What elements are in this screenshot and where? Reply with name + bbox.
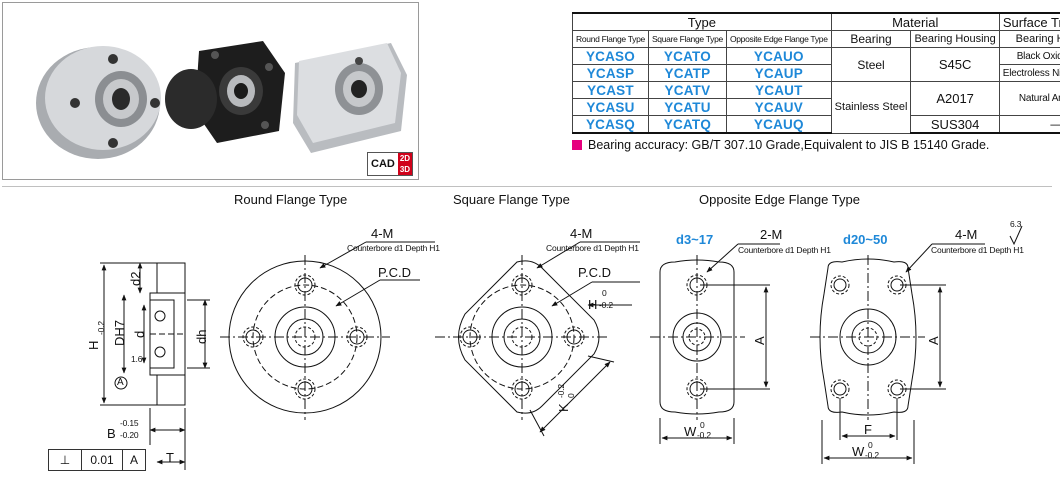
- side-d2-label: d2: [128, 271, 143, 286]
- round-pcd-label: P.C.D: [378, 265, 411, 280]
- side-d-label: d: [132, 330, 147, 338]
- side-h-label: H: [86, 340, 101, 350]
- round-counterbore-label: Counterbore d1 Depth H1: [347, 243, 440, 253]
- side-ra-label: 1.6: [131, 354, 143, 364]
- product-photos: [36, 41, 407, 159]
- cad-badge[interactable]: CAD 2D 3D: [367, 152, 414, 176]
- round-hole-label: 4-M: [371, 226, 394, 241]
- perpendicularity-frame: ⊥ 0.01 A: [48, 449, 146, 471]
- square-flange-photo: [165, 41, 285, 143]
- roughness-label: 6.3: [1010, 219, 1022, 229]
- large-counterbore-label: Counterbore d1 Depth H1: [931, 245, 1024, 255]
- square-k-label: K: [556, 403, 571, 412]
- small-w-label: W: [684, 424, 697, 439]
- section-divider: [2, 186, 1052, 187]
- opposite-edge-small-drawing: [650, 243, 780, 444]
- datum-a-label: A: [117, 377, 124, 388]
- side-b-tol-lower: -0.20: [120, 430, 139, 440]
- square-k-tol-lower: -0.2: [556, 384, 566, 398]
- large-a-label: A: [926, 336, 941, 345]
- note-marker: [572, 140, 582, 150]
- range-large-label: d20~50: [843, 232, 888, 247]
- small-a-label: A: [752, 336, 767, 345]
- surface-header: Surface Treatment: [998, 12, 1060, 31]
- housing-a2017: A2017: [910, 81, 1000, 116]
- cad-label: CAD: [368, 153, 398, 175]
- square-k-tol-upper: 0: [566, 393, 576, 398]
- small-counterbore-label: Counterbore d1 Depth H1: [738, 245, 831, 255]
- side-t-label: T: [166, 450, 174, 465]
- square-h-label: H: [588, 297, 598, 312]
- bearing-stainless: Stainless Steel: [830, 81, 912, 134]
- surface-anodize: Natural Anodizing: [998, 81, 1060, 116]
- perpendicularity-value: 0.01: [82, 450, 123, 470]
- square-h-tol-lower: -0.2: [599, 300, 613, 310]
- round-flange-drawing: [220, 241, 435, 420]
- large-f-label: F: [864, 422, 872, 437]
- small-w-tol-lower: -0.2: [697, 430, 711, 440]
- large-w-tol-lower: -0.2: [865, 450, 879, 460]
- side-dh7-label: DH7: [112, 319, 127, 346]
- large-w-label: W: [852, 444, 865, 459]
- cad-2d-label: 2D: [397, 153, 413, 164]
- square-hole-label: 4-M: [570, 226, 593, 241]
- square-h-tol-upper: 0: [602, 288, 607, 298]
- product-photo-panel: CAD 2D 3D: [2, 2, 419, 180]
- perpendicularity-symbol: ⊥: [49, 450, 82, 470]
- small-hole-label: 2-M: [760, 227, 783, 242]
- side-dh-label: dh: [194, 329, 209, 344]
- square-flange-drawing: [435, 241, 640, 437]
- spec-table: Type Material Surface Treatment Round Fl…: [572, 12, 1060, 134]
- cad-3d-label: 3D: [397, 164, 413, 175]
- opposite-edge-title: Opposite Edge Flange Type: [699, 192, 860, 207]
- square-counterbore-label: Counterbore d1 Depth H1: [546, 243, 639, 253]
- type-code: YCATO: [647, 47, 727, 65]
- square-pcd-label: P.C.D: [578, 265, 611, 280]
- large-hole-label: 4-M: [955, 227, 978, 242]
- side-section-view: [100, 262, 210, 470]
- perpendicularity-datum: A: [129, 453, 138, 467]
- type-code: YCAUQ: [725, 115, 832, 134]
- housing-s45c: S45C: [910, 47, 1000, 82]
- surface-none: —: [998, 115, 1060, 134]
- bearing-accuracy-note: Bearing accuracy: GB/T 307.10 Grade,Equi…: [572, 138, 989, 152]
- side-b-tol-upper: -0.15: [120, 418, 139, 428]
- round-flange-photo: [36, 46, 161, 159]
- type-code: YCASQ: [572, 115, 649, 134]
- side-b-label: B: [107, 426, 116, 441]
- type-code: YCATP: [647, 64, 727, 82]
- type-code: YCAUV: [725, 98, 832, 116]
- small-w-tol-upper: 0: [700, 420, 705, 430]
- round-flange-title: Round Flange Type: [234, 192, 348, 207]
- type-code: YCAUP: [725, 64, 832, 82]
- square-flange-title: Square Flange Type: [453, 192, 570, 207]
- large-w-tol-upper: 0: [868, 440, 873, 450]
- opposite-edge-photo: [293, 43, 407, 153]
- type-code: YCATQ: [647, 115, 727, 134]
- note-text: Bearing accuracy: GB/T 307.10 Grade,Equi…: [588, 138, 990, 152]
- range-small-label: d3~17: [676, 232, 714, 247]
- side-h-tol: -0.2: [96, 321, 106, 335]
- housing-sus304: SUS304: [910, 115, 1000, 134]
- type-code: YCASU: [572, 98, 649, 116]
- opposite-edge-large-drawing: [810, 225, 1023, 464]
- type-code: YCATU: [647, 98, 727, 116]
